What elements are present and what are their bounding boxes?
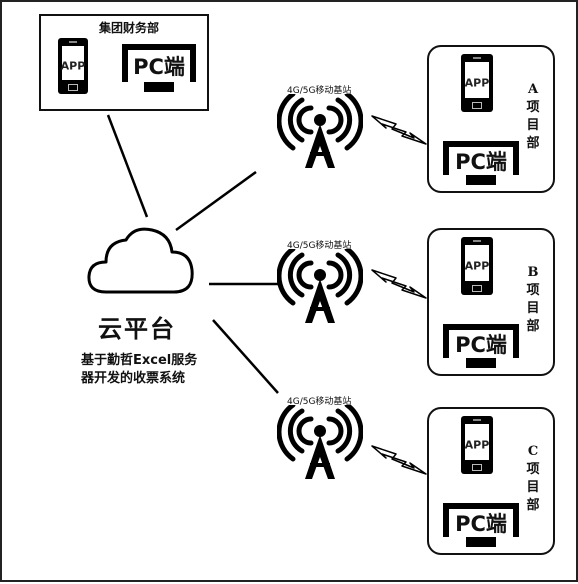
monitor-icon: PC端 (122, 44, 196, 92)
app-label: APP (464, 76, 490, 90)
cloud-platform-title: 云平台 (98, 315, 176, 343)
cell-tower-icon (277, 405, 363, 479)
lightning-bolt-icon (371, 115, 427, 145)
station-c-label: 4G/5G移动基站 (287, 397, 352, 407)
monitor-icon: PC端 (443, 324, 519, 368)
lightning-bolt-icon (371, 269, 427, 299)
phone-icon: APP (461, 416, 493, 474)
app-label: APP (60, 59, 86, 73)
cell-tower-icon (277, 94, 363, 168)
monitor-icon: PC端 (443, 141, 519, 185)
cell-tower-icon (277, 249, 363, 323)
line-cloud-station-a (175, 170, 257, 232)
phone-icon: APP (461, 54, 493, 112)
pc-label: PC端 (128, 50, 190, 82)
monitor-icon: PC端 (443, 503, 519, 547)
cloud-icon (87, 227, 194, 294)
line-finance-cloud (106, 114, 149, 218)
station-a-label: 4G/5G移动基站 (287, 86, 352, 96)
project-c-box: APP PC端 (427, 407, 555, 555)
app-label: APP (464, 438, 490, 452)
pc-label: PC端 (449, 330, 513, 358)
phone-icon: APP (58, 38, 88, 94)
project-a-box: APP PC端 (427, 45, 555, 193)
cloud-platform-desc-line1: 基于勤哲Excel服务 (81, 353, 198, 368)
cloud-platform-desc-line2: 器开发的收票系统 (81, 371, 186, 386)
pc-label: PC端 (449, 147, 513, 175)
app-label: APP (464, 259, 490, 273)
finance-dept-box: 集团财务部 APP PC端 (39, 14, 209, 111)
station-b-label: 4G/5G移动基站 (287, 241, 352, 251)
phone-icon: APP (461, 237, 493, 295)
project-b-box: APP PC端 (427, 228, 555, 376)
lightning-bolt-icon (371, 445, 427, 475)
line-cloud-station-c (212, 319, 279, 394)
pc-label: PC端 (449, 509, 513, 537)
finance-dept-title: 集团财务部 (99, 21, 160, 35)
